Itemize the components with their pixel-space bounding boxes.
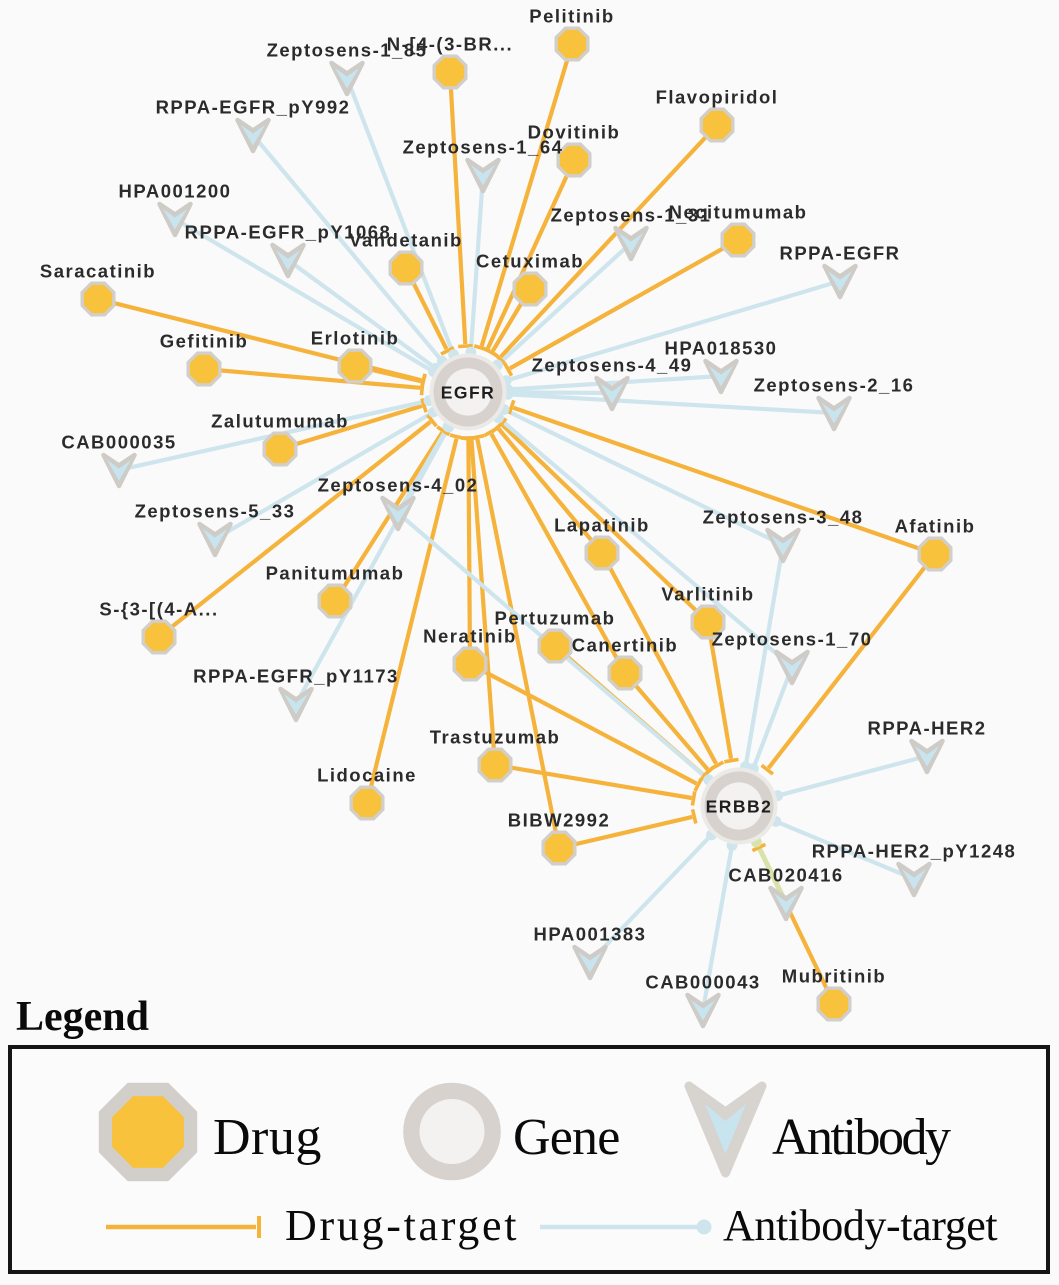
svg-text:HPA001200: HPA001200 bbox=[119, 181, 232, 202]
svg-text:CAB000043: CAB000043 bbox=[645, 972, 760, 993]
svg-text:Gefitinib: Gefitinib bbox=[160, 331, 249, 352]
svg-text:Zeptosens-1_85: Zeptosens-1_85 bbox=[267, 40, 428, 61]
svg-text:HPA001383: HPA001383 bbox=[534, 924, 647, 945]
svg-text:RPPA-EGFR_pY1173: RPPA-EGFR_pY1173 bbox=[193, 666, 399, 687]
svg-text:CAB020416: CAB020416 bbox=[728, 865, 843, 886]
svg-text:Zeptosens-1_70: Zeptosens-1_70 bbox=[712, 629, 873, 650]
svg-text:RPPA-EGFR_pY992: RPPA-EGFR_pY992 bbox=[156, 97, 351, 118]
svg-text:Antibody-target: Antibody-target bbox=[723, 1201, 997, 1250]
svg-text:Gene: Gene bbox=[513, 1109, 620, 1166]
svg-text:Drug-target: Drug-target bbox=[285, 1201, 519, 1250]
svg-text:CAB000035: CAB000035 bbox=[61, 432, 176, 453]
svg-text:Erlotinib: Erlotinib bbox=[311, 328, 400, 349]
svg-text:Trastuzumab: Trastuzumab bbox=[430, 727, 561, 748]
svg-text:Zeptosens-4_49: Zeptosens-4_49 bbox=[532, 355, 693, 376]
svg-text:Panitumumab: Panitumumab bbox=[266, 563, 405, 584]
svg-text:RPPA-EGFR_pY1068: RPPA-EGFR_pY1068 bbox=[185, 222, 392, 243]
svg-text:Saracatinib: Saracatinib bbox=[40, 261, 156, 282]
svg-text:Mubritinib: Mubritinib bbox=[782, 966, 886, 987]
svg-text:RPPA-HER2_pY1248: RPPA-HER2_pY1248 bbox=[812, 841, 1017, 862]
svg-text:Legend: Legend bbox=[16, 994, 149, 1040]
svg-text:Neratinib: Neratinib bbox=[423, 626, 517, 647]
svg-text:Lidocaine: Lidocaine bbox=[317, 765, 417, 786]
svg-text:ERBB2: ERBB2 bbox=[706, 797, 773, 817]
svg-text:Afatinib: Afatinib bbox=[895, 516, 976, 537]
svg-text:Zeptosens-4_02: Zeptosens-4_02 bbox=[318, 475, 479, 496]
svg-text:Canertinib: Canertinib bbox=[572, 635, 678, 656]
svg-text:BIBW2992: BIBW2992 bbox=[508, 810, 610, 831]
svg-text:Antibody: Antibody bbox=[772, 1109, 951, 1166]
svg-text:Cetuximab: Cetuximab bbox=[476, 251, 584, 272]
svg-text:Zalutumumab: Zalutumumab bbox=[211, 411, 349, 432]
svg-text:Zeptosens-5_33: Zeptosens-5_33 bbox=[135, 501, 296, 522]
svg-text:Zeptosens-1_31: Zeptosens-1_31 bbox=[551, 205, 712, 226]
svg-text:RPPA-EGFR: RPPA-EGFR bbox=[779, 243, 900, 264]
svg-text:Pelitinib: Pelitinib bbox=[529, 6, 614, 27]
svg-text:EGFR: EGFR bbox=[441, 383, 496, 403]
svg-text:Drug: Drug bbox=[213, 1109, 322, 1166]
svg-text:Varlitinib: Varlitinib bbox=[661, 584, 754, 605]
svg-text:RPPA-HER2: RPPA-HER2 bbox=[867, 718, 986, 739]
svg-text:Lapatinib: Lapatinib bbox=[554, 515, 650, 536]
svg-text:Zeptosens-1_64: Zeptosens-1_64 bbox=[403, 137, 564, 158]
svg-text:Zeptosens-2_16: Zeptosens-2_16 bbox=[754, 375, 915, 396]
svg-text:S-{3-[(4-A...: S-{3-[(4-A... bbox=[99, 599, 218, 620]
svg-text:Zeptosens-3_48: Zeptosens-3_48 bbox=[703, 507, 864, 528]
svg-text:Flavopiridol: Flavopiridol bbox=[656, 87, 779, 108]
